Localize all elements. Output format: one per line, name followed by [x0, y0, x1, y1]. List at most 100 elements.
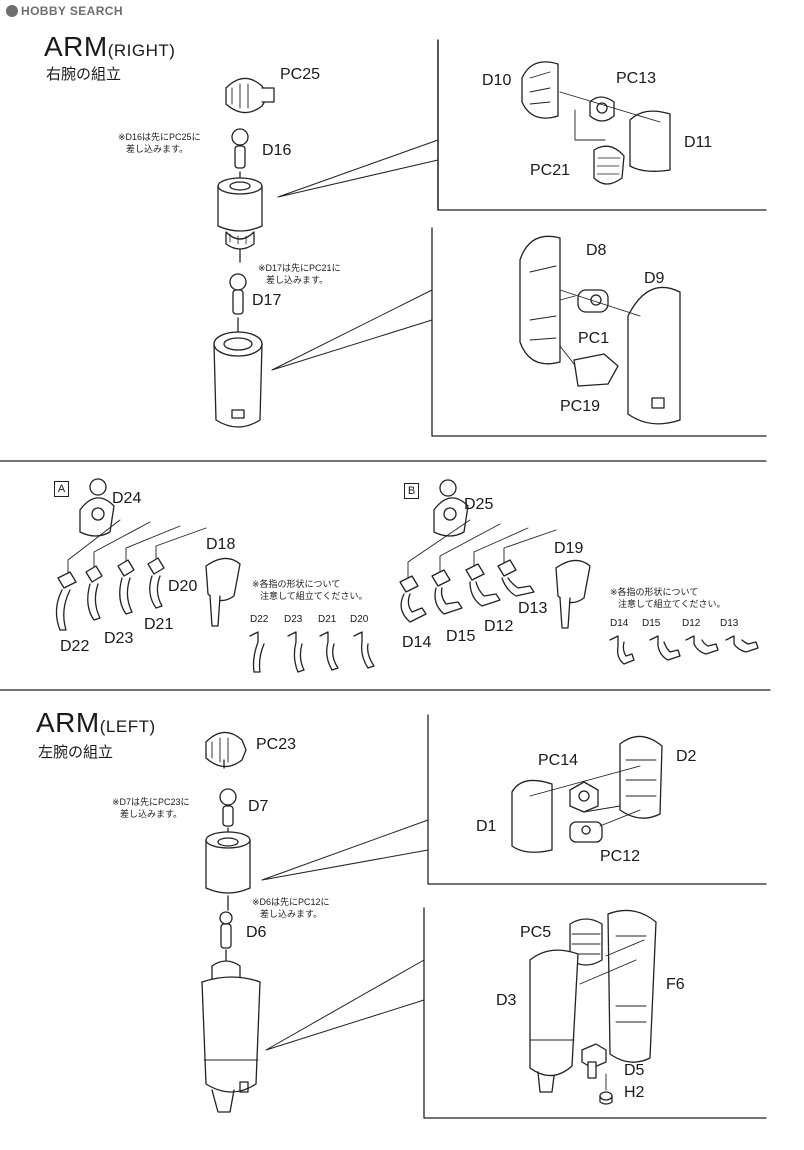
- part-label: D6: [246, 924, 267, 941]
- d17-part: [229, 273, 247, 315]
- part-label: PC14: [538, 752, 579, 769]
- hand-a-tag: A: [54, 481, 69, 497]
- part-label: D1: [476, 818, 497, 835]
- d6-part: [219, 911, 233, 949]
- part-label: D23: [104, 630, 134, 647]
- assembly-note: ※D6は先にPC12に差し込みます。: [252, 897, 330, 919]
- callout-wedge: [261, 819, 429, 881]
- part-label: PC19: [560, 398, 601, 415]
- part-label: F6: [666, 976, 685, 993]
- callout-wedge: [271, 289, 433, 371]
- pc25-part: [225, 77, 275, 114]
- callout-wedge: [277, 139, 439, 198]
- part-label: D12: [484, 618, 514, 635]
- finger-label: D20: [350, 614, 369, 625]
- d10-part: [521, 61, 559, 119]
- hand-a-finger-samples: [249, 631, 375, 673]
- finger-label: D23: [284, 614, 303, 625]
- finger-label: D22: [250, 614, 269, 625]
- d16-part: [231, 128, 249, 169]
- d8-part: [519, 235, 561, 365]
- forearm-part: [213, 331, 263, 428]
- hand-a-fingers: [55, 557, 165, 631]
- part-label: PC25: [280, 66, 321, 83]
- pc12-part: [569, 821, 603, 843]
- part-label: D21: [144, 616, 174, 633]
- assembly-arrow: [579, 939, 645, 1091]
- part-label: D20: [168, 578, 198, 595]
- d1-part: [511, 779, 553, 853]
- d3-part: [529, 949, 579, 1093]
- pc23-part: [205, 731, 247, 769]
- finger-label: D15: [642, 618, 661, 629]
- detail-box-outline: [437, 39, 767, 211]
- part-label: D14: [402, 634, 432, 651]
- part-label: D5: [624, 1062, 645, 1079]
- part-label: PC5: [520, 924, 552, 941]
- part-label: D11: [684, 134, 713, 151]
- watermark: HOBBY SEARCH: [6, 4, 123, 18]
- d9-part: [627, 286, 681, 425]
- part-label: D10: [482, 72, 512, 89]
- hand-b-palm: [433, 479, 469, 537]
- part-label: D9: [644, 270, 665, 287]
- part-label: PC1: [578, 330, 610, 347]
- hand-b-finger-samples: [609, 635, 759, 665]
- part-label: D3: [496, 992, 517, 1009]
- assembly-note: ※D17は先にPC21に差し込みます。: [258, 263, 341, 285]
- part-label: D15: [446, 628, 476, 645]
- d2-part: [619, 735, 663, 819]
- part-label: PC21: [530, 162, 571, 179]
- d11-part: [629, 110, 671, 172]
- part-label: PC12: [600, 848, 641, 865]
- part-label: D24: [112, 490, 142, 507]
- assembly-note: ※D16は先にPC25に差し込みます。: [118, 132, 201, 154]
- section-subtitle-right-arm: 右腕の組立: [46, 66, 122, 83]
- finger-label: D13: [720, 618, 739, 629]
- assembly-arrow: [407, 519, 557, 579]
- pc13-part: [589, 96, 615, 122]
- section-title-left-arm: ARM(LEFT): [36, 707, 156, 738]
- assembly-note: ※各指の形状について注意して組立てください。: [252, 579, 368, 601]
- hand-a-palm: [79, 478, 115, 537]
- part-label: D25: [464, 496, 494, 513]
- section-title-right-arm: ARM(RIGHT): [44, 31, 176, 62]
- pc14-part: [569, 781, 599, 813]
- assembly-arrow: [67, 519, 207, 576]
- hand-a-thumb: [205, 557, 241, 627]
- part-label: D22: [60, 638, 90, 655]
- d5-part: [581, 1043, 607, 1079]
- finger-label: D12: [682, 618, 701, 629]
- hand-b-tag: B: [404, 483, 419, 499]
- hand-b-thumb: [555, 559, 591, 629]
- callout-wedge: [265, 959, 425, 1051]
- part-label: D13: [518, 600, 548, 617]
- left-forearm-part: [201, 960, 261, 1113]
- pc19-part: [573, 353, 619, 387]
- hand-b-fingers: [399, 559, 535, 623]
- upper-arm-joint-part: [217, 177, 263, 250]
- left-upper-arm-joint-part: [205, 831, 251, 894]
- d7-part: [219, 788, 237, 827]
- finger-label: D21: [318, 614, 337, 625]
- assembly-arrow: [559, 289, 641, 365]
- pc21-part: [593, 145, 625, 185]
- f6-part: [607, 909, 657, 1063]
- assembly-arrow: [559, 91, 661, 141]
- part-label: PC23: [256, 736, 297, 753]
- detail-box-outline: [427, 714, 767, 885]
- assembly-note: ※各指の形状について注意して組立てください。: [610, 587, 726, 609]
- part-label: D16: [262, 142, 292, 159]
- part-label: D7: [248, 798, 269, 815]
- part-label: H2: [624, 1084, 645, 1101]
- assembly-note: ※D7は先にPC23に差し込みます。: [112, 797, 190, 819]
- part-label: PC13: [616, 70, 657, 87]
- part-label: D8: [586, 242, 607, 259]
- section-subtitle-left-arm: 左腕の組立: [38, 744, 114, 761]
- finger-label: D14: [610, 618, 629, 629]
- part-label: D17: [252, 292, 282, 309]
- part-label: D18: [206, 536, 236, 553]
- part-label: D2: [676, 748, 697, 765]
- part-label: D19: [554, 540, 584, 557]
